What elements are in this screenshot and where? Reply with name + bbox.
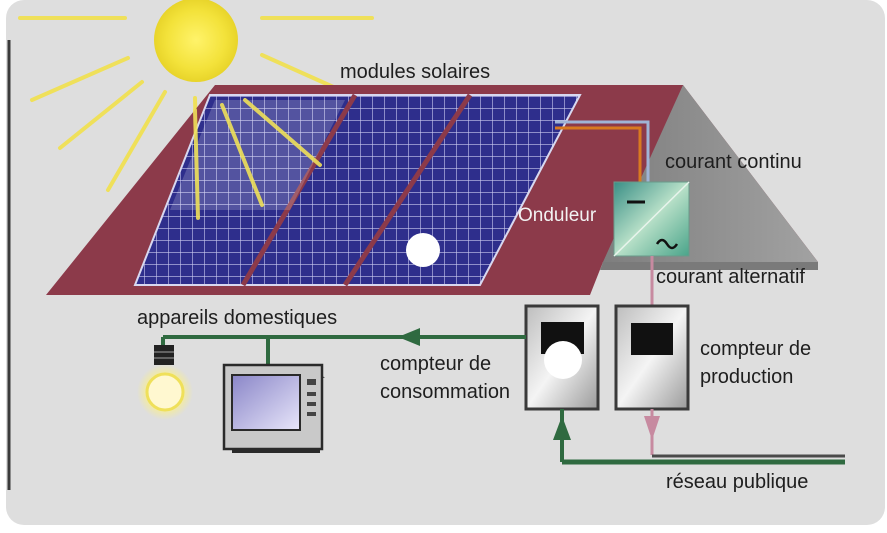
production-to-grid-arrow (644, 409, 660, 455)
consumption-to-appliances-arrow (161, 328, 526, 365)
ac-wave-symbol (655, 238, 679, 250)
production-meter (614, 304, 690, 411)
grid-to-consumption-arrow (553, 409, 571, 462)
label-solar-modules: modules solaires (340, 61, 491, 83)
marker-dot (406, 233, 440, 267)
label-alternating-current: courant alternatif (656, 266, 805, 288)
dc-cables (555, 120, 650, 185)
label-consumption-meter-line1: compteur de (380, 353, 492, 375)
label-production-meter-line1: compteur de (700, 338, 812, 360)
consumption-meter (524, 304, 600, 411)
label-production-meter-line2: production (700, 366, 794, 388)
public-grid-line (562, 454, 845, 465)
inverter-box (613, 181, 690, 257)
label-direct-current: courant continu (665, 151, 802, 173)
label-consumption-meter-line2: consommation (380, 381, 511, 403)
label-appliances: appareils domestiques (137, 307, 338, 329)
television-icon (222, 363, 325, 453)
label-inverter: Onduleur (518, 205, 597, 226)
sun-rays (193, 98, 322, 220)
light-bulb-icon (137, 345, 193, 420)
label-public-grid: réseau publique (666, 471, 809, 493)
